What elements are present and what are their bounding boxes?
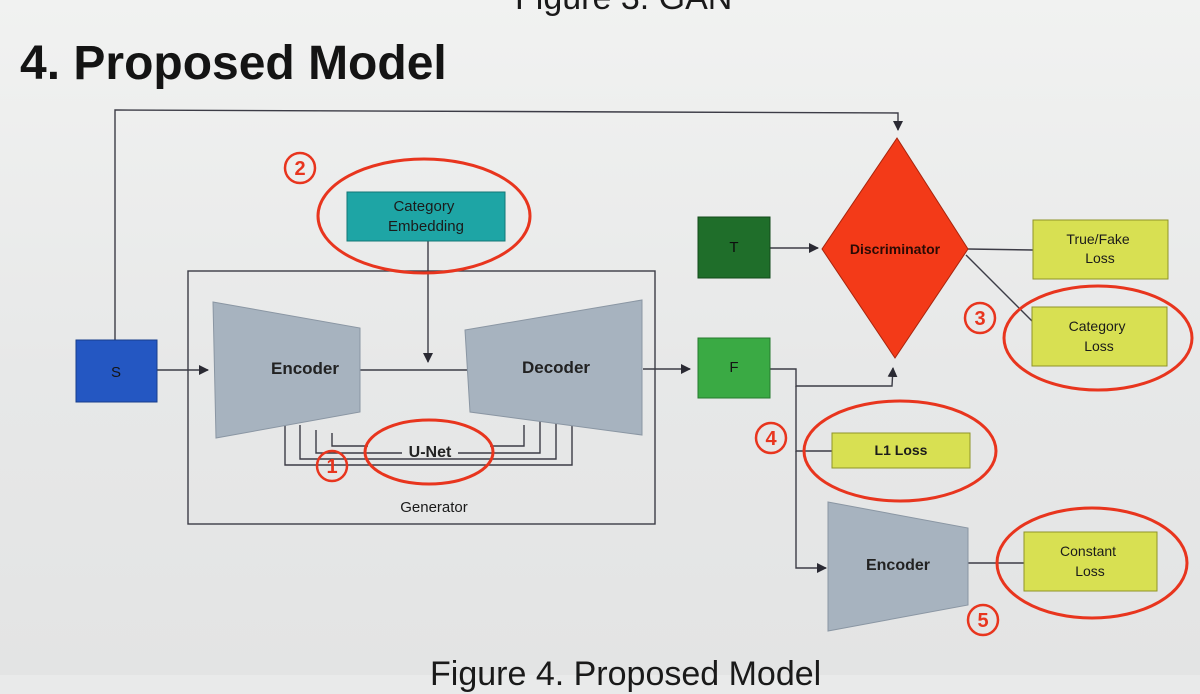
category-loss-box	[1031, 306, 1168, 367]
annotation-ellipse-embedding	[316, 157, 532, 275]
true-fake-loss-line2: Loss	[1085, 250, 1115, 266]
encoder-label: Encoder	[271, 359, 339, 378]
category-embedding-box	[346, 191, 506, 242]
model-diagram: Generator Encoder Decoder U-Net Category…	[75, 109, 1194, 637]
fake-box-f	[697, 337, 771, 399]
generator-frame	[187, 270, 656, 525]
encoder2-label: Encoder	[866, 557, 930, 574]
category-embedding-line2: Embedding	[388, 218, 464, 235]
constant-loss-line1: Constant	[1060, 543, 1116, 559]
source-box-s	[75, 339, 158, 403]
l1-loss-label: L1 Loss	[875, 442, 928, 458]
marker-4-circle	[754, 421, 788, 455]
constant-loss-label: Constant Loss	[1060, 543, 1120, 579]
annotation-ellipse-unet	[363, 418, 495, 486]
unet-skip-2	[299, 420, 557, 460]
section-title: 4. Proposed Model	[20, 37, 447, 90]
category-loss-line2: Loss	[1084, 338, 1114, 354]
unet-skip-1	[284, 418, 573, 466]
marker-1-circle	[315, 449, 349, 483]
marker-3-circle	[963, 301, 997, 335]
annotation-ellipses	[316, 157, 1194, 620]
annotation-ellipse-constant-loss	[995, 506, 1189, 620]
category-embedding-label: Category Embedding	[388, 198, 464, 235]
annotation-ellipse-l1-loss	[802, 399, 998, 503]
top-caption: Figure 3. GAN	[515, 0, 732, 18]
source-label: S	[111, 364, 121, 381]
encoder-block	[212, 301, 361, 439]
marker-5-number: 5	[977, 610, 988, 632]
true-fake-loss-line1: True/Fake	[1066, 231, 1129, 247]
marker-3-number: 3	[974, 308, 985, 330]
constant-loss-box	[1023, 531, 1158, 592]
connector-lines	[114, 109, 1034, 573]
line-discriminator-to-category	[965, 254, 1034, 323]
discriminator-label: Discriminator	[850, 241, 941, 257]
target-label: T	[729, 239, 738, 256]
marker-4-number: 4	[765, 428, 777, 450]
unet-skip-3	[315, 420, 541, 454]
marker-2-number: 2	[294, 158, 305, 180]
category-embedding-line1: Category	[393, 198, 454, 215]
discriminator-diamond	[821, 137, 969, 359]
marker-5-circle	[966, 603, 1000, 637]
line-discriminator-to-truefake	[967, 248, 1034, 251]
marker-2-circle	[283, 151, 317, 185]
generator-label: Generator	[400, 499, 468, 516]
l1-loss-box	[831, 432, 971, 469]
decoder-label: Decoder	[522, 358, 590, 377]
target-box-t	[697, 216, 771, 279]
category-loss-label: Category Loss	[1069, 318, 1130, 354]
fake-label: F	[729, 359, 738, 376]
arrow-f-to-discriminator	[770, 367, 898, 387]
decoder-block	[464, 299, 643, 436]
constant-loss-line2: Loss	[1075, 563, 1105, 579]
encoder2-block	[827, 501, 969, 632]
arrow-f-to-encoder2	[795, 451, 827, 573]
category-loss-line1: Category	[1069, 318, 1126, 334]
skip-line-s-to-discriminator	[114, 109, 903, 340]
unet-label: U-Net	[409, 444, 452, 461]
annotation-marker-numbers: 1 2 3 4 5	[294, 158, 988, 632]
annotation-ellipse-category-loss	[1002, 284, 1194, 392]
bottom-caption: Figure 4. Proposed Model	[430, 655, 822, 693]
unet-skip-4	[331, 425, 525, 447]
annotation-markers	[283, 151, 1000, 637]
true-fake-loss-label: True/Fake Loss	[1066, 231, 1133, 266]
marker-1-number: 1	[326, 456, 337, 478]
true-fake-loss-box	[1032, 219, 1169, 280]
